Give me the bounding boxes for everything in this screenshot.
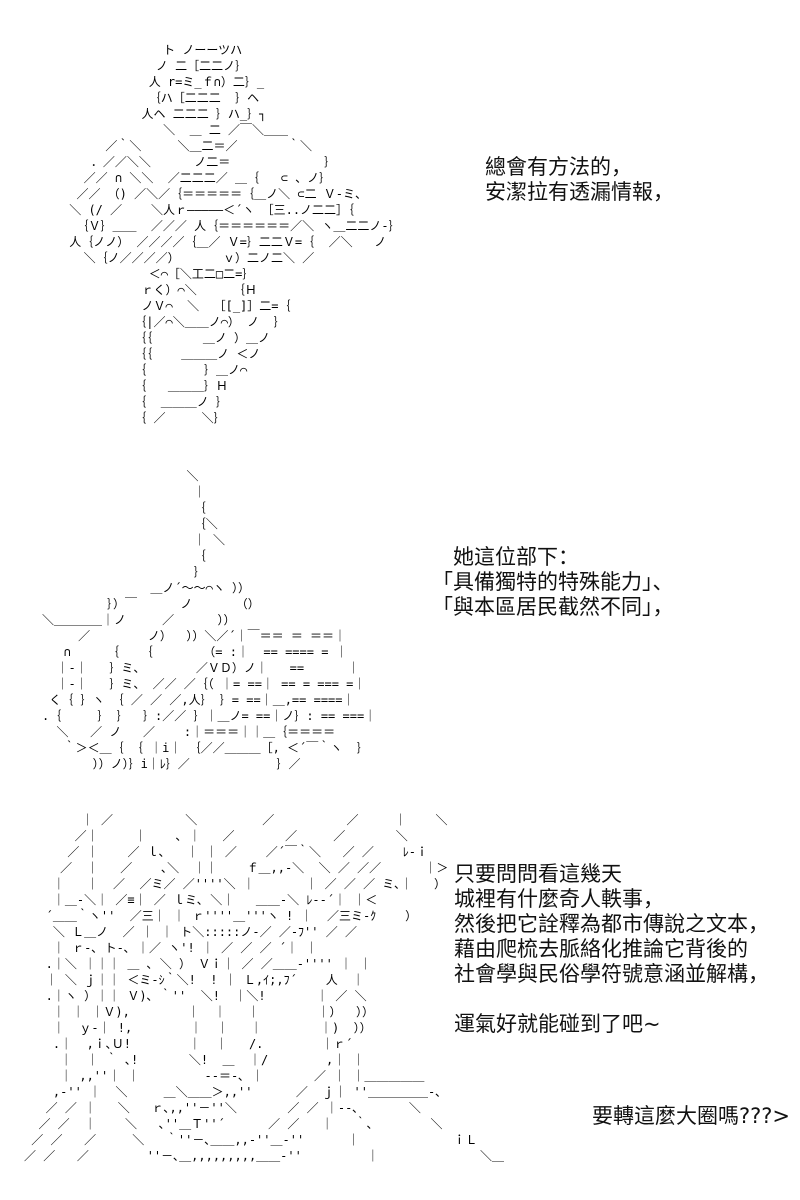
ascii-art-figure-middle: ＼ ｜ ｛ ｛＼ ｜ ＼ ｛ ｝ ＿ノ´～～⌒ヽ ）） ｝）￣ ノ （） ＼＿＿ (42, 469, 377, 771)
dialogue-text-middle: 她這位部下： 「具備獨特的特殊能力」、 「與本區居民截然不同」， (432, 545, 674, 619)
ascii-art-figure-top: ト ノーーツハ ノ 二［二二ノ｝ 人 r=ミ_ｆ∩）二｝_ ｛ハ［二二二 ｝ヘ … (69, 43, 401, 425)
ascii-art-figure-bottom: ｜ ／ ＼ ／ ／ ｜ ＼ ／｜ ｜ ､ ｜ ／ ／ ／ ＼ ／ ｜ ／ ｌ､ … (24, 813, 505, 1163)
dialogue-text-bottom: 只要問問看這幾天 城裡有什麼奇人軼事， 然後把它詮釋為都市傳說之文本， 藉由爬梳… (454, 862, 769, 1036)
dialogue-text-aside: 要轉這麼大圈嗎???> (592, 1104, 791, 1128)
dialogue-text-top: 總會有方法的， 安潔拉有透漏情報， (485, 155, 674, 204)
